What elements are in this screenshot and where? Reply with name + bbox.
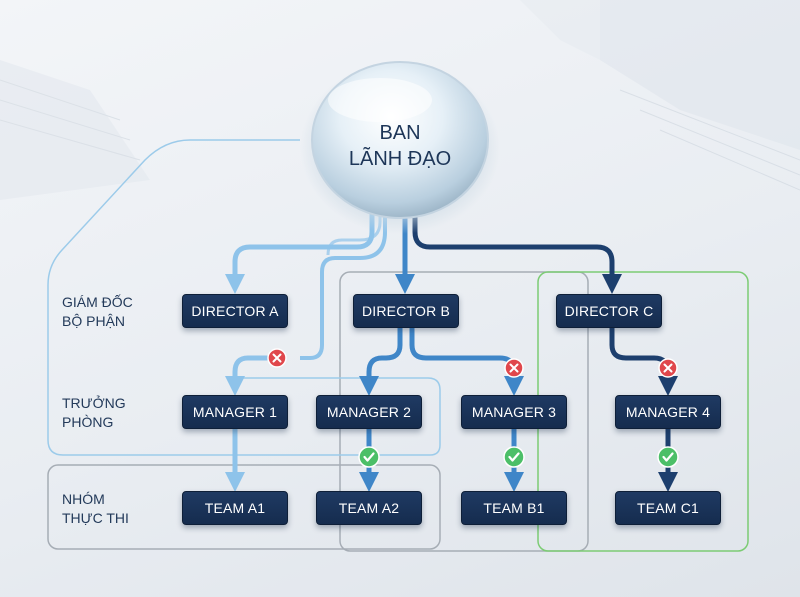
team-node-b1[interactable]: TEAM B1 [461,491,567,525]
root-title: BAN LÃNH ĐẠO [330,120,470,172]
connector-root-to-director-c [412,195,622,294]
blocked-icon [267,348,287,368]
director-node-c[interactable]: DIRECTOR C [556,294,662,328]
row-label-line: TRƯỞNG [62,395,126,411]
approved-icon [657,446,679,468]
approved-icon [358,446,380,468]
approved-icon [503,446,525,468]
blocked-icon [504,358,524,378]
manager-node-4[interactable]: MANAGER 4 [615,395,721,429]
background-architecture [0,0,800,200]
team-node-c1[interactable]: TEAM C1 [615,491,721,525]
row-label-line: GIÁM ĐỐC [62,294,133,310]
row-label-line: NHÓM [62,491,105,507]
connector-director-c-to-manager-4 [609,328,678,396]
manager-node-2[interactable]: MANAGER 2 [316,395,422,429]
team-node-a2[interactable]: TEAM A2 [316,491,422,525]
group-outline-light-blue [47,139,441,456]
root-orb-highlight [328,78,432,122]
row-label-line: BỘ PHẬN [62,313,126,329]
row-label-manager-level: TRƯỞNG PHÒNG [62,394,182,432]
manager-node-1[interactable]: MANAGER 1 [182,395,288,429]
connector-director-b-to-manager-2 [359,328,403,396]
row-label-director-level: GIÁM ĐỐC BỘ PHẬN [62,293,182,331]
manager-node-3[interactable]: MANAGER 3 [461,395,567,429]
director-node-b[interactable]: DIRECTOR B [353,294,459,328]
row-label-team-level: NHÓM THỰC THI [62,490,182,528]
team-node-a1[interactable]: TEAM A1 [182,491,288,525]
group-outline-director-a [47,464,441,550]
root-title-line-1: BAN [379,122,421,144]
director-node-a[interactable]: DIRECTOR A [182,294,288,328]
row-label-line: PHÒNG [62,414,114,430]
blocked-icon [658,358,678,378]
root-title-line-2: LÃNH ĐẠO [348,148,452,170]
row-label-line: THỰC THI [62,510,129,526]
connector-root-to-manager-2-bypass [300,195,387,360]
connector-director-a-to-manager-1 [225,355,276,396]
